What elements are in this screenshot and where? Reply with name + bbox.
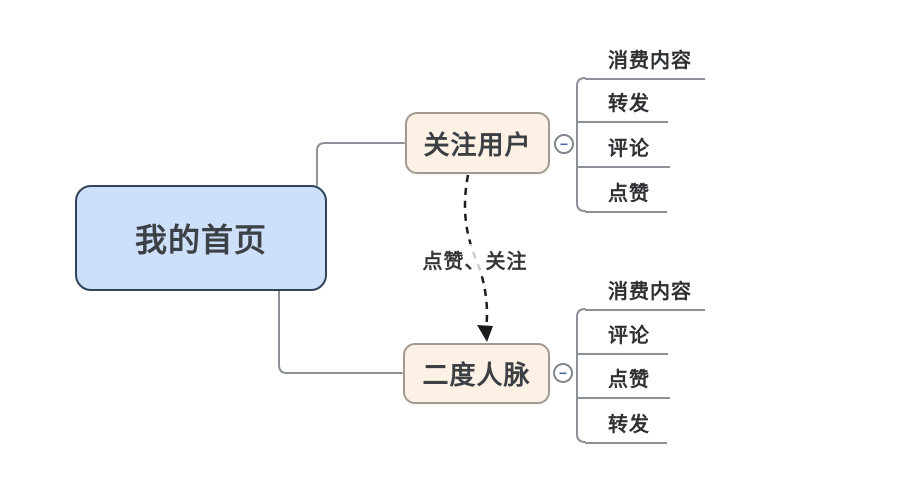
branch-topic-followed-users[interactable]: 关注用户 [405, 112, 550, 174]
child-topic-label: 消费内容 [608, 50, 692, 72]
child-topic[interactable]: 点赞 [577, 361, 670, 399]
relationship-arrowhead-icon [477, 325, 493, 342]
minus-icon: − [559, 136, 569, 152]
child-topic[interactable]: 点赞 [585, 175, 667, 213]
collapse-button-top[interactable]: − [554, 134, 574, 154]
minus-icon: − [558, 365, 568, 381]
child-topic[interactable]: 评论 [577, 130, 670, 168]
root-topic[interactable]: 我的首页 [75, 185, 327, 291]
relationship-label[interactable]: 点赞、关注 [418, 244, 532, 275]
branch-topic-label: 关注用户 [423, 129, 532, 160]
child-topic-label: 点赞 [608, 183, 650, 205]
collapse-button-bottom[interactable]: − [553, 363, 573, 383]
child-topic[interactable]: 评论 [577, 317, 668, 355]
child-topic-label: 转发 [608, 414, 650, 436]
relationship-arrow-line[interactable] [463, 174, 489, 329]
child-topic[interactable]: 消费内容 [585, 273, 705, 311]
connector-root-top [316, 142, 405, 186]
branch-topic-label: 二度人脉 [422, 360, 531, 390]
branch-topic-second-degree[interactable]: 二度人脉 [403, 343, 550, 404]
child-topic-label: 点赞 [608, 369, 650, 391]
child-topic-label: 转发 [608, 93, 650, 115]
child-topic-label: 评论 [608, 138, 650, 160]
connector-root-bottom [278, 290, 403, 374]
child-topic-label: 消费内容 [608, 281, 692, 303]
child-topic[interactable]: 转发 [577, 85, 668, 123]
child-topic[interactable]: 转发 [585, 406, 667, 444]
relationship-label-text: 点赞、关注 [422, 251, 528, 273]
bracket-top-children [576, 77, 586, 212]
bracket-bottom-children [576, 308, 586, 443]
child-topic[interactable]: 消费内容 [585, 42, 705, 80]
child-topic-label: 评论 [608, 325, 650, 347]
root-topic-label: 我的首页 [134, 222, 267, 258]
